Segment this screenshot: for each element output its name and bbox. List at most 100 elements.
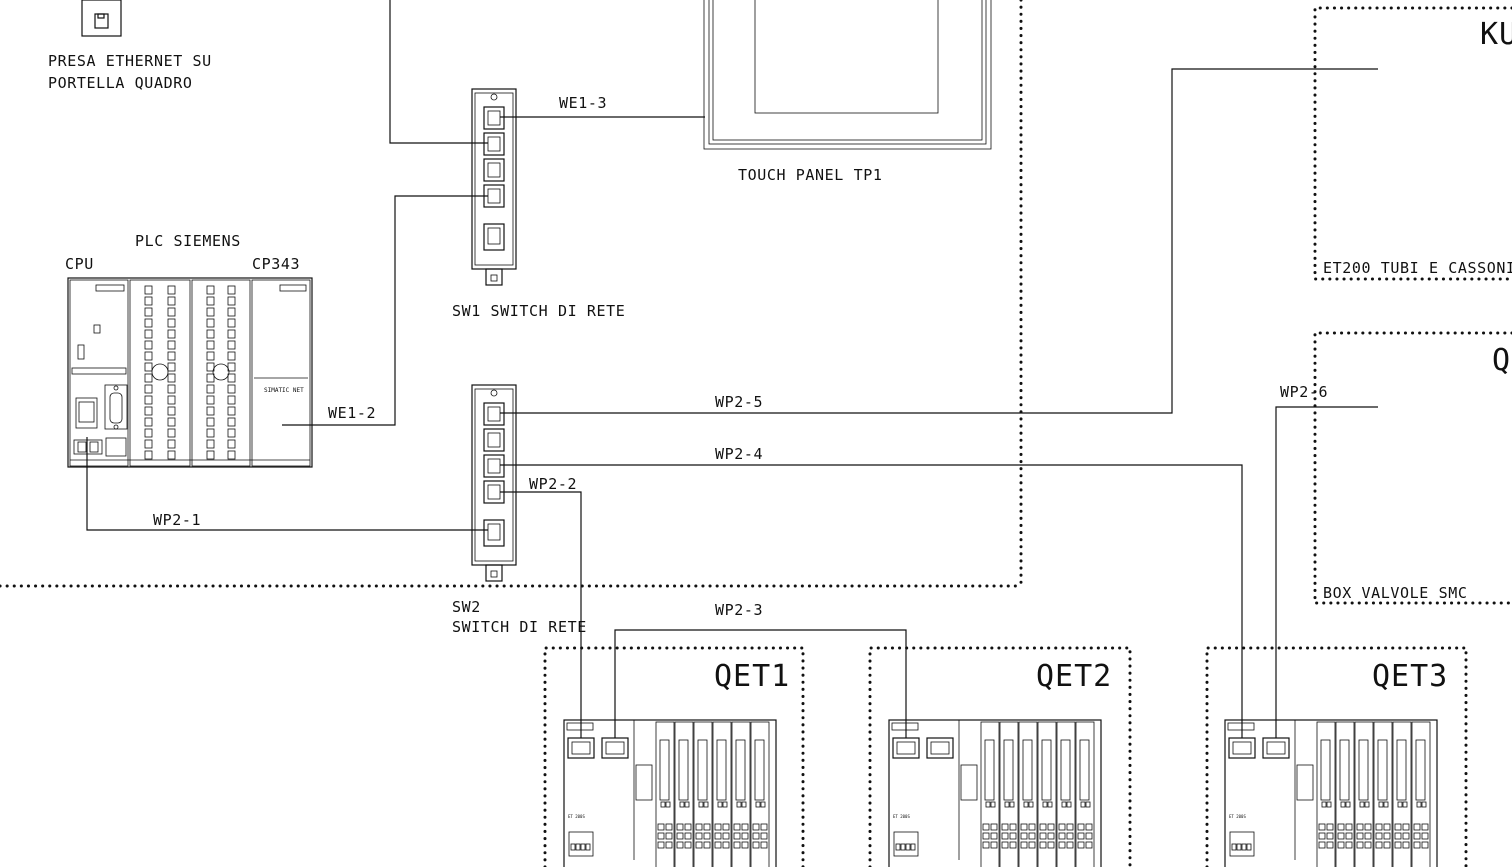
plc-terminal (227, 362, 236, 372)
plc-terminal (227, 296, 236, 306)
station-io-led (717, 801, 723, 808)
cp343-label: CP343 (252, 255, 300, 273)
cable-label-wp2-6: WP2-6 (1280, 383, 1328, 401)
station-io-label-strip (659, 739, 670, 801)
station-io-terminal (1326, 823, 1334, 831)
plc-terminal (206, 307, 215, 317)
station-type-label: ET 200S (893, 814, 910, 819)
station-io-terminal (1039, 832, 1047, 840)
station-io-terminal (990, 841, 998, 849)
plc-terminal (144, 351, 153, 361)
station-plug-pin (570, 843, 576, 851)
plc-terminal (227, 351, 236, 361)
plc-terminal (206, 318, 215, 328)
station-plug-pin (580, 843, 586, 851)
plc-card-screw (212, 363, 230, 381)
station-io-terminal (1326, 841, 1334, 849)
plc-terminal (227, 417, 236, 427)
station-io-label-strip (1003, 739, 1014, 801)
station-io-led (1321, 801, 1327, 808)
station-io-terminal (1383, 823, 1391, 831)
station-header (891, 722, 919, 731)
plc-terminal (144, 296, 153, 306)
cable-socket-sw1 (389, 0, 488, 144)
station-io-module (999, 721, 1019, 867)
cable-label-wp2-1: WP2-1 (153, 511, 201, 529)
station-io-terminal (1375, 841, 1383, 849)
station-io-terminal (1020, 823, 1028, 831)
station-io-led (1023, 801, 1029, 808)
plc-terminal (227, 439, 236, 449)
station-io-terminal (760, 841, 768, 849)
station-io-label-strip (1060, 739, 1071, 801)
station-io-led (990, 801, 996, 808)
station-io-module (1056, 721, 1076, 867)
station-label-qet3: QET3 (1372, 659, 1448, 694)
switch-uplink-jack (487, 227, 501, 245)
plc-terminal (227, 406, 236, 416)
station-io-label-strip (1339, 739, 1350, 801)
station-pm-module (1296, 764, 1314, 801)
switch-port (483, 106, 505, 130)
plc-terminal (227, 428, 236, 438)
station-io-terminal (1028, 841, 1036, 849)
station-io-terminal (722, 823, 730, 831)
station-io-module (1392, 721, 1412, 867)
station-io-terminal (982, 823, 990, 831)
station-plug-pin (1231, 843, 1237, 851)
switch-port (483, 454, 505, 478)
station-port-2-jack (930, 741, 950, 755)
station-io-terminal (741, 823, 749, 831)
station-io-terminal (657, 832, 665, 840)
switch-uplink-port (483, 519, 505, 547)
plc-terminal (144, 285, 153, 295)
cpu-label: CPU (65, 255, 94, 273)
station-io-terminal (1001, 832, 1009, 840)
switch-port-jack (487, 188, 501, 204)
station-io-led (679, 801, 685, 808)
station-io-terminal (1383, 841, 1391, 849)
station-io-terminal (714, 823, 722, 831)
plc-terminal (144, 406, 153, 416)
box-valvole-label: BOX VALVOLE SMC (1323, 584, 1467, 602)
plc-terminal (144, 428, 153, 438)
cable-we1-2 (282, 195, 488, 426)
plc-terminal (167, 417, 176, 427)
station-type-label: ET 200S (1229, 814, 1246, 819)
plc-terminal (227, 450, 236, 460)
station-io-led (1416, 801, 1422, 808)
cable-label-we1-3: WE1-3 (559, 94, 607, 112)
switch-port-jack (487, 162, 501, 178)
station-io-terminal (733, 841, 741, 849)
plc-terminal (167, 307, 176, 317)
station-io-terminal (982, 841, 990, 849)
plc-terminal (227, 285, 236, 295)
plc-terminal (206, 384, 215, 394)
station-io-terminal (1047, 832, 1055, 840)
station-io-label-strip (984, 739, 995, 801)
station-io-terminal (1413, 841, 1421, 849)
station-io-terminal (1077, 832, 1085, 840)
station-io-module (712, 721, 732, 867)
plc-io-card (129, 279, 191, 467)
cable-label-wp2-3: WP2-3 (715, 601, 763, 619)
plc-terminal (227, 340, 236, 350)
switch-port (483, 428, 505, 452)
station-io-terminal (752, 832, 760, 840)
station-io-led (755, 801, 761, 808)
plc-terminal (206, 373, 215, 383)
station-io-terminal (676, 841, 684, 849)
station-io-label-strip (1415, 739, 1426, 801)
station-io-terminal (657, 823, 665, 831)
switch-din-clip (485, 564, 503, 582)
station-io-terminal (1318, 823, 1326, 831)
station-io-terminal (1337, 823, 1345, 831)
station-io-label-strip (1079, 739, 1090, 801)
plc-terminal (167, 329, 176, 339)
station-io-terminal (1066, 841, 1074, 849)
station-io-terminal (695, 841, 703, 849)
station-port-2 (926, 737, 954, 759)
station-io-label-strip (1041, 739, 1052, 801)
station-io-led (1009, 801, 1015, 808)
